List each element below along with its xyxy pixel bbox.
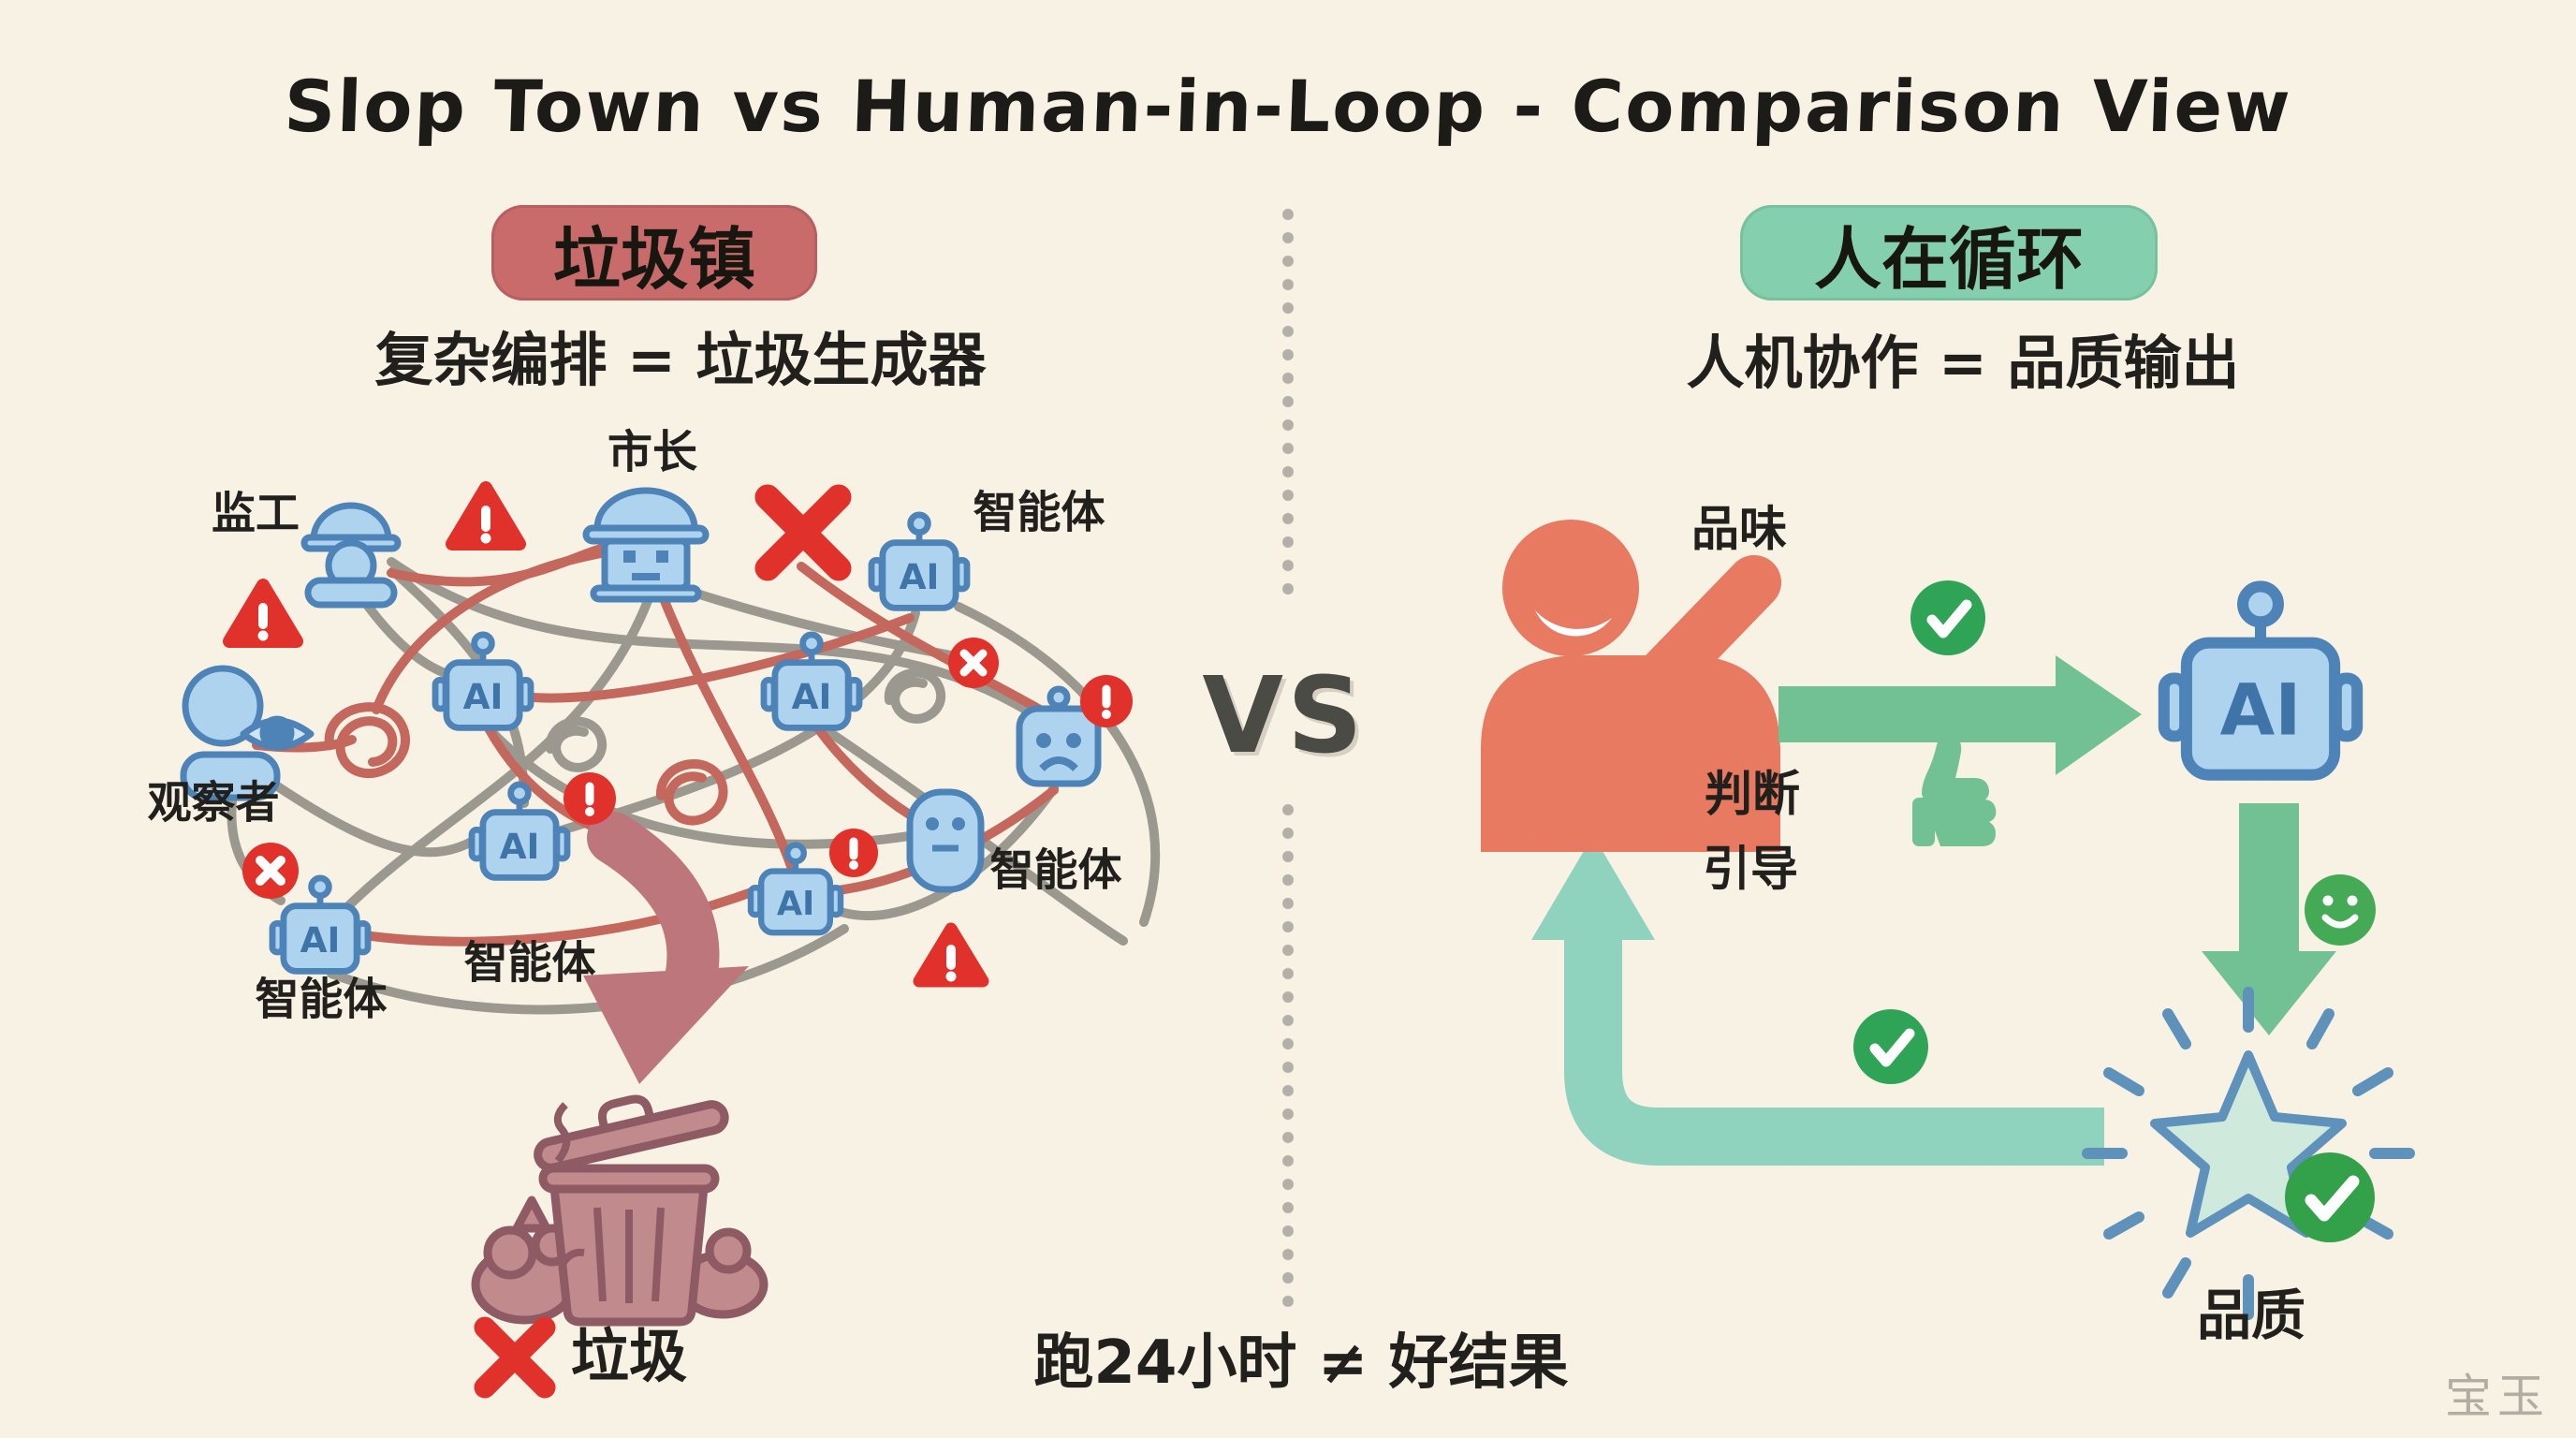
ai-agent-icon: AI <box>269 874 372 975</box>
check-circle-icon <box>1853 1009 1928 1084</box>
error-exclamation-icon <box>564 772 616 825</box>
smiley-icon <box>2305 874 2376 946</box>
agent-label: 智能体 <box>973 487 1105 539</box>
ai-agent-icon: AI <box>468 781 571 881</box>
ai-agent-icon: AI <box>868 511 971 611</box>
error-exclamation-icon <box>829 829 878 877</box>
svg-text:AI: AI <box>2220 669 2302 752</box>
feedback-loop-arrow-icon <box>1531 835 2104 1166</box>
red-x-icon <box>474 1316 556 1399</box>
divider-dots <box>1282 208 1294 601</box>
ai-agent-icon: AI <box>747 842 844 936</box>
thumbs-up-icon <box>1912 735 1997 846</box>
bottom-note: 跑24小时 ≠ 好结果 <box>1033 1328 1569 1398</box>
vs-label: VS <box>1202 655 1367 777</box>
guidance-label: 引导 <box>1702 842 1799 898</box>
gray-knot-icon <box>884 668 946 724</box>
error-cross-icon <box>242 843 299 899</box>
gray-knot-icon <box>545 716 607 772</box>
mayor-robot-icon <box>582 487 710 603</box>
warning-triangle-icon <box>446 481 526 550</box>
error-cross-icon <box>948 638 999 688</box>
svg-text:AI: AI <box>900 556 940 597</box>
svg-text:AI: AI <box>463 676 504 717</box>
ai-agent-icon: AI <box>432 631 534 731</box>
right-subtitle: 人机协作 = 品质输出 <box>1686 329 2240 397</box>
garbage-flow-arrow-icon <box>583 812 749 1084</box>
mayor-label: 市长 <box>607 426 698 478</box>
judgment-label: 判断 <box>1704 767 1801 823</box>
human-in-loop-badge-label: 人在循环 <box>1813 219 2084 299</box>
svg-text:AI: AI <box>300 919 341 961</box>
tangled-network-lines <box>227 543 1161 1015</box>
warning-triangle-icon <box>913 922 989 988</box>
sad-robot-icon <box>1016 685 1102 787</box>
human-in-loop-badge: 人在循环 <box>1740 205 2158 301</box>
face-robot-icon <box>906 788 985 893</box>
garbage-caption: 垃圾 <box>570 1322 688 1390</box>
observer-label: 观察者 <box>147 777 280 829</box>
svg-text:AI: AI <box>777 885 814 923</box>
svg-text:AI: AI <box>500 826 540 867</box>
quality-label: 品质 <box>2196 1284 2306 1347</box>
ai-robot-icon: AI <box>2158 580 2364 781</box>
page-title: Slop Town vs Human-in-Loop - Comparison … <box>283 65 2293 148</box>
slop-town-badge: 垃圾镇 <box>491 205 817 301</box>
ai-to-quality-arrow-icon <box>2202 803 2336 1035</box>
agent-label: 智能体 <box>989 844 1122 897</box>
quality-star-icon <box>2082 987 2415 1320</box>
red-knot-icon <box>324 702 410 779</box>
warning-triangle-icon <box>223 579 303 648</box>
human-figure-icon <box>1481 520 1781 852</box>
taste-label: 品味 <box>1690 502 1788 558</box>
trash-can-icon <box>471 1094 768 1327</box>
red-knot-icon <box>656 759 728 826</box>
watermark: 宝玉 <box>2445 1370 2550 1424</box>
red-x-icon <box>754 484 852 581</box>
observer-icon <box>180 665 315 801</box>
divider-dots <box>1282 803 1294 1307</box>
check-circle-icon <box>2285 1152 2375 1242</box>
svg-text:AI: AI <box>792 676 832 717</box>
agent-label: 智能体 <box>463 937 596 990</box>
slop-town-badge-label: 垃圾镇 <box>552 219 755 299</box>
left-subtitle: 复杂编排 = 垃圾生成器 <box>374 326 987 394</box>
human-to-ai-arrow-icon <box>1778 655 2142 775</box>
ai-agent-icon: AI <box>760 631 863 731</box>
error-exclamation-icon <box>1080 675 1133 727</box>
supervisor-label: 监工 <box>212 488 300 540</box>
check-circle-icon <box>1910 580 1985 655</box>
agent-label: 智能体 <box>255 974 388 1026</box>
supervisor-worker-icon <box>300 502 402 609</box>
